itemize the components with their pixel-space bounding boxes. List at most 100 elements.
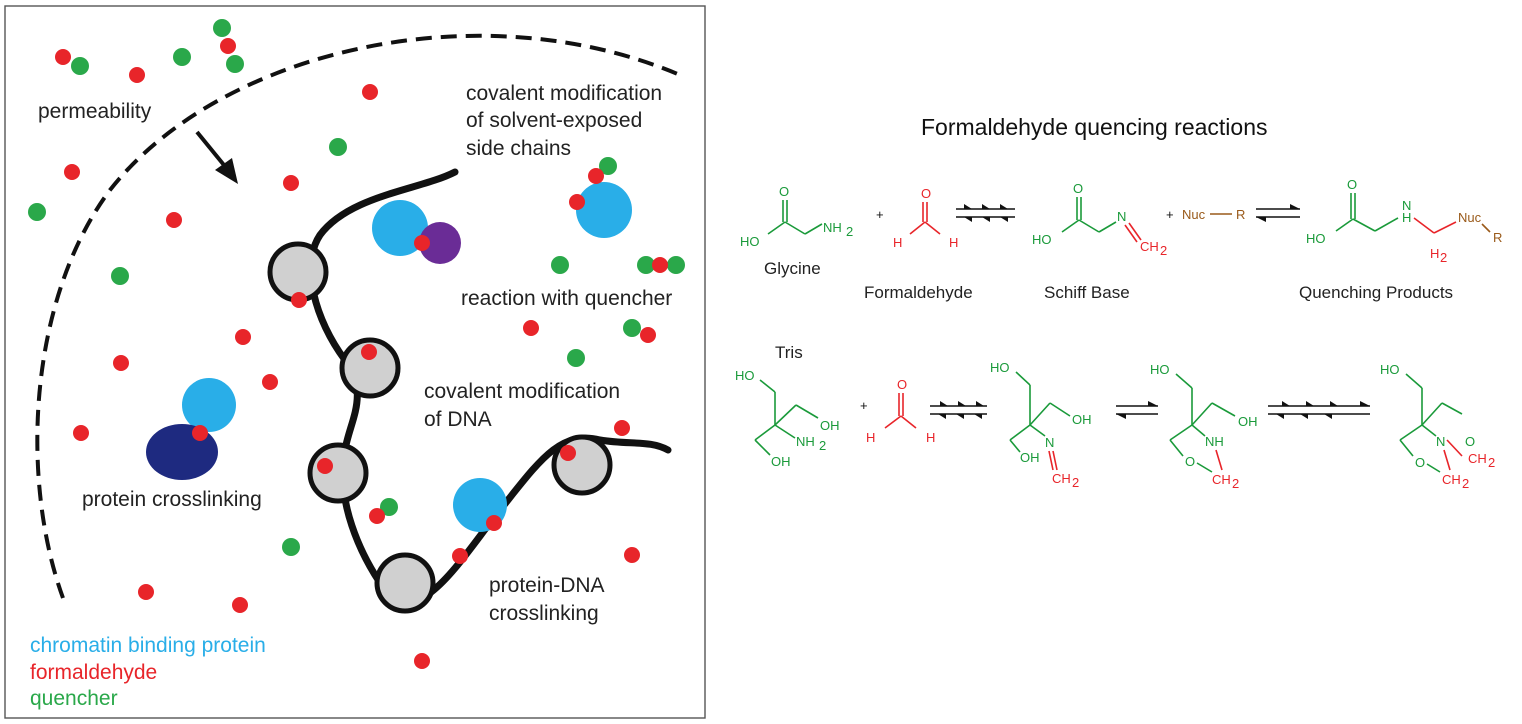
- atom-ch2: CH: [1052, 471, 1071, 486]
- legend-chromatin-binding-protein: chromatin binding protein: [30, 634, 266, 657]
- formaldehyde-molecule: [317, 458, 333, 474]
- quencher-molecule: [551, 256, 569, 274]
- atom-n: N: [1045, 435, 1054, 450]
- subscript: 2: [1488, 455, 1495, 470]
- formaldehyde-molecule: [283, 175, 299, 191]
- atom-o: O: [1465, 434, 1475, 449]
- atom-h: H: [1402, 210, 1411, 225]
- plus-sign: +: [860, 398, 868, 413]
- tris-structure: HO OH NH 2 OH: [735, 368, 840, 469]
- subscript: 2: [1440, 250, 1447, 265]
- formaldehyde-molecule: [614, 420, 630, 436]
- atom-o: O: [1347, 177, 1357, 192]
- formaldehyde-molecule: [588, 168, 604, 184]
- atom-h: H: [926, 430, 935, 445]
- cell-membrane: [35, 33, 681, 599]
- quencher-molecule: [213, 19, 231, 37]
- atom-oh: OH: [771, 454, 791, 469]
- atom-n: N: [1436, 434, 1445, 449]
- quencher-molecule: [173, 48, 191, 66]
- quenching-product-structure: O HO N H H 2 Nuc R: [1306, 177, 1502, 265]
- formaldehyde-molecule: [64, 164, 80, 180]
- formaldehyde-molecule: [414, 653, 430, 669]
- formaldehyde-molecule: [220, 38, 236, 54]
- quencher-molecule: [111, 267, 129, 285]
- quencher-molecule: [667, 256, 685, 274]
- plus-sign: +: [876, 207, 884, 222]
- formaldehyde-molecule: [55, 49, 71, 65]
- equilibrium-arrows: [1116, 401, 1158, 419]
- subscript: 2: [1232, 476, 1239, 491]
- atom-oh: OH: [1020, 450, 1040, 465]
- formaldehyde-molecule: [414, 235, 430, 251]
- subscript: 2: [846, 224, 853, 239]
- quencher-molecule: [623, 319, 641, 337]
- chemistry-panel: Formaldehyde quencing reactions O HO NH …: [735, 114, 1502, 491]
- equilibrium-arrows: [930, 401, 987, 419]
- schiff-base-structure: O HO N CH 2: [1032, 181, 1167, 258]
- quencher-molecule: [599, 157, 617, 175]
- formaldehyde-molecule: [73, 425, 89, 441]
- cell-diagram-panel: permeability covalent modification of so…: [4, 5, 706, 719]
- formaldehyde-molecule: [138, 584, 154, 600]
- name-glycine: Glycine: [764, 259, 821, 278]
- label-protein-dna-1: protein-DNA: [489, 574, 605, 597]
- label-permeability: permeability: [38, 100, 152, 123]
- name-tris: Tris: [775, 343, 803, 362]
- molecules: [28, 19, 685, 669]
- formaldehyde-structure: O H H: [893, 186, 958, 250]
- subscript: 2: [1160, 243, 1167, 258]
- formaldehyde-molecule: [129, 67, 145, 83]
- label-covalent-sidechains-2: of solvent-exposed: [466, 109, 642, 132]
- atom-ho: HO: [1380, 362, 1400, 377]
- atom-r: R: [1236, 207, 1245, 222]
- quencher-molecule: [380, 498, 398, 516]
- atom-o: O: [1185, 454, 1195, 469]
- quencher-molecule: [226, 55, 244, 73]
- atom-ho: HO: [990, 360, 1010, 375]
- atom-nuc: Nuc: [1182, 207, 1206, 222]
- atom-n: N: [1402, 198, 1411, 213]
- formaldehyde-molecule: [569, 194, 585, 210]
- nucleosome: [551, 434, 613, 496]
- atom-ho: HO: [735, 368, 755, 383]
- atom-h: H: [949, 235, 958, 250]
- subscript: 2: [819, 438, 826, 453]
- atom-nuc: Nuc: [1458, 210, 1482, 225]
- nucleosome: [339, 337, 401, 399]
- atom-oh: OH: [1238, 414, 1258, 429]
- atom-ho: HO: [1306, 231, 1326, 246]
- atom-oh: OH: [820, 418, 840, 433]
- chemistry-title: Formaldehyde quencing reactions: [921, 114, 1267, 140]
- quencher-molecule: [28, 203, 46, 221]
- atom-nh: NH: [1205, 434, 1224, 449]
- subscript: 2: [1462, 476, 1469, 491]
- formaldehyde-molecule: [235, 329, 251, 345]
- tris-schiff-base-structure: HO OH OH N CH 2: [990, 360, 1092, 490]
- atom-o: O: [897, 377, 907, 392]
- formaldehyde-molecule: [369, 508, 385, 524]
- nucleosome: [267, 241, 329, 303]
- chromatin-binding-protein: [576, 182, 632, 238]
- formaldehyde-molecule: [486, 515, 502, 531]
- atom-n: N: [1117, 209, 1126, 224]
- nucleosome: [374, 552, 436, 614]
- quencher-molecule: [567, 349, 585, 367]
- formaldehyde-molecule: [262, 374, 278, 390]
- name-quenching-products: Quenching Products: [1299, 283, 1453, 302]
- nucleosome: [307, 442, 369, 504]
- equilibrium-arrows: [956, 204, 1015, 222]
- equilibrium-arrows: [1268, 401, 1370, 419]
- formaldehyde-molecule: [113, 355, 129, 371]
- atom-o: O: [1415, 455, 1425, 470]
- label-protein-crosslinking: protein crosslinking: [82, 488, 262, 511]
- label-covalent-sidechains-3: side chains: [466, 137, 571, 160]
- label-covalent-dna-2: of DNA: [424, 408, 492, 431]
- formaldehyde-molecule: [624, 547, 640, 563]
- legend-quencher: quencher: [30, 687, 118, 710]
- formaldehyde-molecule: [291, 292, 307, 308]
- quencher-molecule: [71, 57, 89, 75]
- formaldehyde-molecule: [560, 445, 576, 461]
- formaldehyde-molecule: [166, 212, 182, 228]
- atom-o: O: [779, 184, 789, 199]
